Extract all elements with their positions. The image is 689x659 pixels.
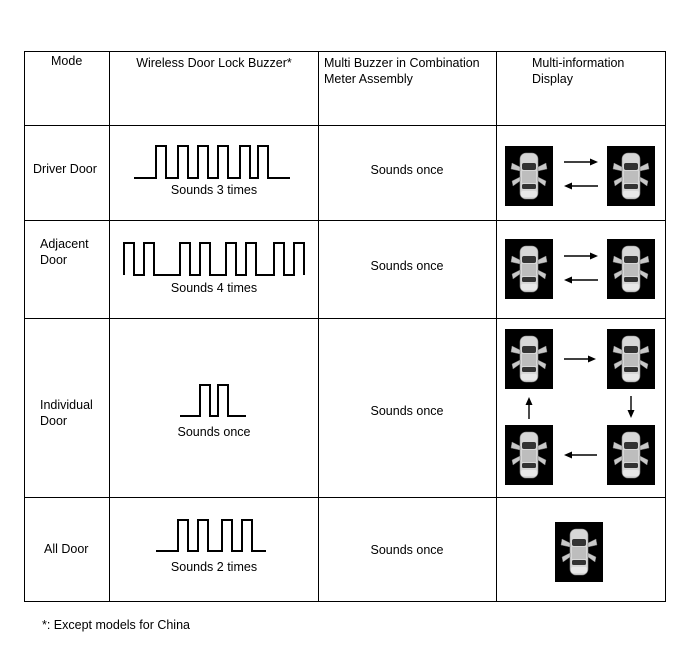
column-divider (318, 52, 319, 601)
multi-buzzer-all: Sounds once (370, 543, 444, 557)
mode-adjacent-line2: Door (40, 253, 68, 267)
wireless-text-individual: Sounds once (177, 425, 251, 439)
footnote: *: Except models for China (42, 618, 190, 632)
row-divider (25, 220, 665, 221)
mode-driver-door: Driver Door (33, 162, 97, 176)
multi-buzzer-adjacent: Sounds once (370, 259, 444, 273)
mode-all-door: All Door (44, 542, 89, 556)
header-mode: Mode (51, 54, 83, 68)
row-divider (25, 318, 665, 319)
multi-buzzer-individual: Sounds once (370, 404, 444, 418)
header-display-line1: Multi-information (532, 56, 625, 70)
column-divider (496, 52, 497, 601)
mode-adjacent-line1: Adjacent (40, 237, 89, 251)
wireless-text-driver: Sounds 3 times (170, 183, 258, 197)
header-wireless-buzzer: Wireless Door Lock Buzzer* (136, 56, 292, 70)
wireless-text-all: Sounds 2 times (170, 560, 258, 574)
wireless-text-adjacent: Sounds 4 times (170, 281, 258, 295)
header-multi-buzzer-line2: Meter Assembly (324, 72, 413, 86)
row-divider (25, 497, 665, 498)
car-top-view-icon (554, 521, 604, 583)
column-divider (109, 52, 110, 601)
mode-individual-line1: Individual (40, 398, 93, 412)
mode-individual-line2: Door (40, 414, 68, 428)
row-divider (25, 125, 665, 126)
header-display-line2: Display (532, 72, 573, 86)
multi-buzzer-driver: Sounds once (370, 163, 444, 177)
header-multi-buzzer-line1: Multi Buzzer in Combination (324, 56, 480, 70)
buzzer-table (24, 51, 666, 602)
